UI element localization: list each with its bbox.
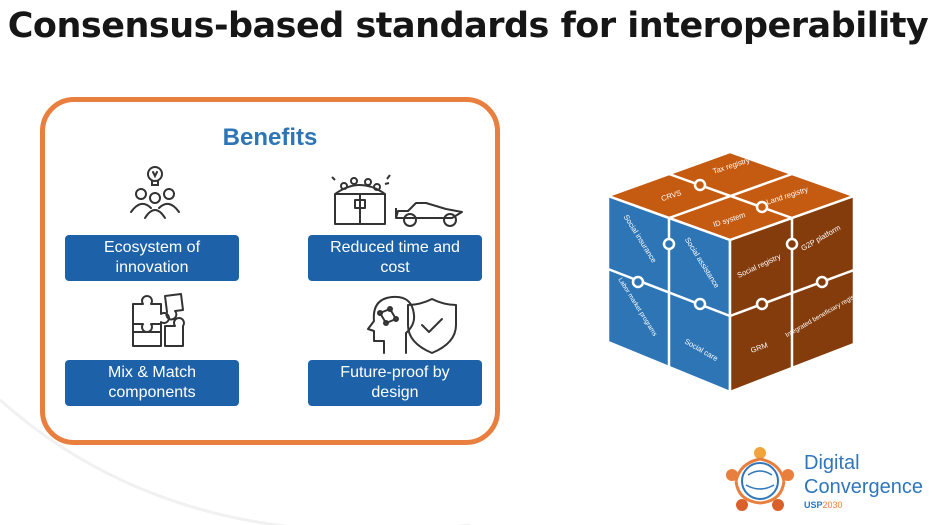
logo-line-convergence: Convergence: [804, 476, 923, 498]
slide-title: Consensus-based standards for interopera…: [7, 6, 929, 46]
puzzle-pieces-icon: [132, 293, 185, 347]
digital-convergence-logo-icon: [726, 447, 794, 511]
interoperability-puzzle-cube: Tax registry CRVS Land registry ID syste…: [606, 150, 863, 394]
logo-usp2030: USP2030: [804, 500, 843, 510]
people-lightbulb-icon: [130, 166, 180, 219]
logo-line-digital: Digital: [804, 452, 860, 474]
benefits-title: Benefits: [222, 124, 318, 151]
brain-shield-icon: [367, 295, 457, 354]
treasure-chest-race-car-icon: [331, 174, 463, 227]
logo-text: Digital Convergence USP2030: [804, 451, 923, 510]
